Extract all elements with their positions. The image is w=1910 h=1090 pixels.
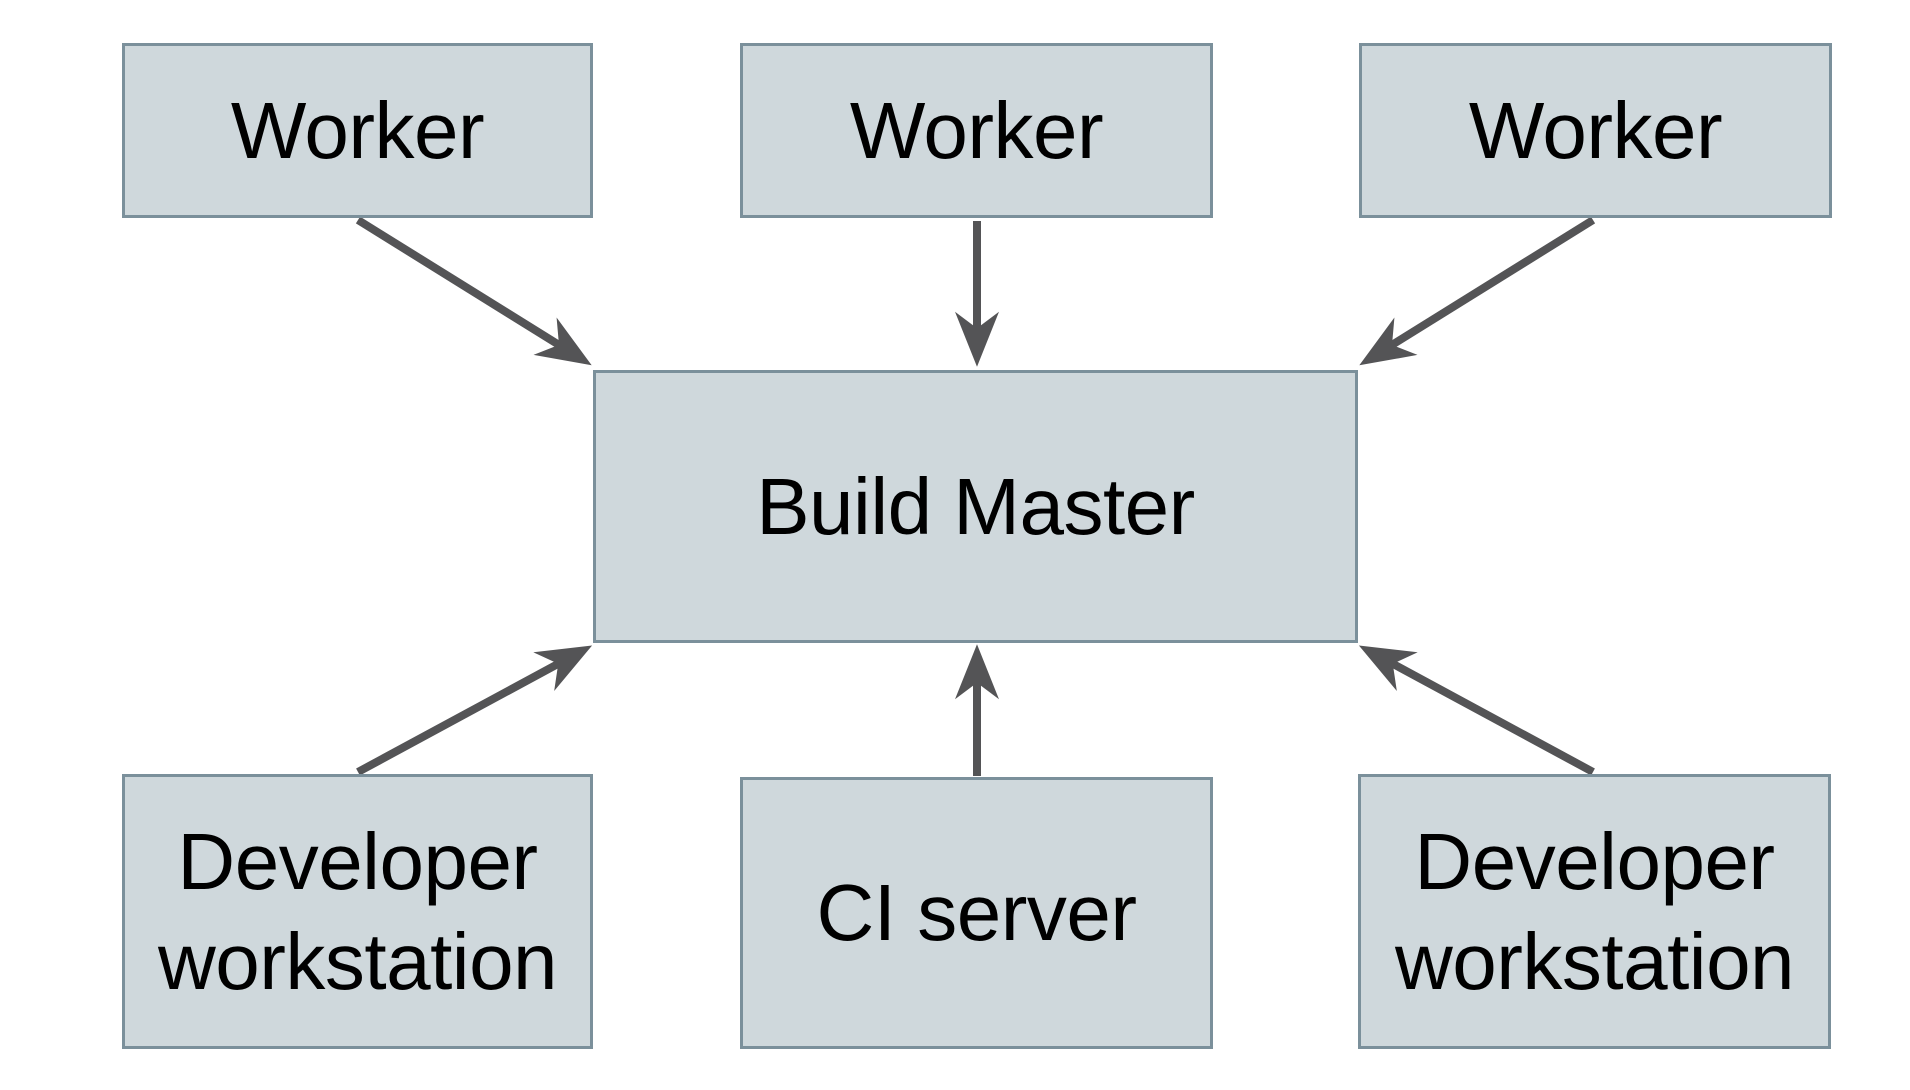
node-label: Worker [230, 85, 485, 175]
node-label-line: Developer [1414, 816, 1775, 906]
node-label-line: workstation [157, 916, 558, 1006]
node-build-master: Build Master [593, 370, 1358, 643]
node-label-line: workstation [1394, 916, 1795, 1006]
node-label: Build Master [756, 461, 1195, 551]
node-label-line: Developer [177, 816, 538, 906]
node-developer-workstation-left: Developer workstation [122, 774, 593, 1049]
arrow-dev-workstation-left-to-build-master [356, 645, 593, 776]
node-worker-3: Worker [1359, 43, 1832, 218]
node-developer-workstation-right: Developer workstation [1358, 774, 1831, 1049]
node-worker-2: Worker [740, 43, 1213, 218]
arrow-dev-workstation-right-to-build-master [1358, 645, 1595, 776]
node-label: CI server [816, 868, 1138, 957]
node-label: Worker [1468, 85, 1723, 175]
node-label: Worker [849, 85, 1104, 175]
node-worker-1: Worker [122, 43, 593, 218]
node-ci-server: CI server [740, 777, 1213, 1049]
arrow-worker-3-to-build-master [1359, 216, 1596, 366]
arrow-worker-1-to-build-master [355, 216, 592, 366]
